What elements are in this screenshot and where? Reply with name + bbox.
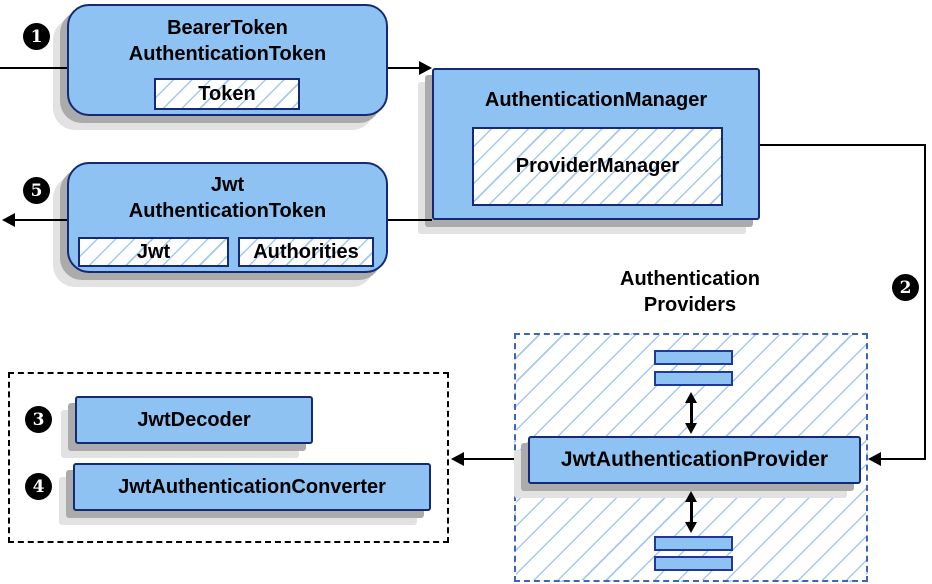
step-1-badge-number: 1	[30, 26, 43, 47]
jwt-authentication-converter-label: JwtAuthenticationConverter	[118, 475, 386, 498]
jwt-authentication-provider-node: JwtAuthenticationProvider	[528, 436, 861, 484]
arrow-incoming-request	[0, 67, 67, 69]
authorities-field: Authorities	[238, 237, 374, 267]
provider-placeholder-bar	[654, 536, 733, 551]
double-arrow-bottom-down-icon	[685, 522, 697, 533]
double-arrow-top-shaft	[690, 402, 693, 424]
arrow-bearer-to-manager-line	[388, 67, 419, 69]
provider-placeholder-bar	[654, 556, 733, 571]
step-2-badge-number: 2	[899, 277, 912, 298]
bearer-token-title-line2: AuthenticationToken	[128, 43, 327, 65]
step-1-badge: 1	[23, 23, 50, 50]
bearer-token-field: Token	[154, 78, 300, 110]
step-4-badge: 4	[25, 473, 52, 500]
step-4-badge-number: 4	[32, 476, 45, 497]
jwt-decoder-node: JwtDecoder	[75, 396, 313, 444]
edge-manager-to-jwt-token	[388, 219, 432, 221]
provider-placeholder-bar	[654, 371, 733, 386]
arrow-provider-to-components-head-icon	[451, 452, 464, 466]
jwt-decoder-label: JwtDecoder	[137, 408, 251, 431]
jwt-authentication-token-title-line1: Jwt	[210, 174, 245, 196]
providers-group-label: Authentication Providers	[588, 266, 792, 318]
provider-manager-field: ProviderManager	[472, 127, 723, 206]
bearer-token-title: BearerToken AuthenticationToken	[69, 15, 386, 67]
arrow-manager-to-provider-head-icon	[868, 452, 881, 466]
jwt-authentication-converter-node: JwtAuthenticationConverter	[73, 463, 431, 511]
jwt-authentication-token-node: Jwt AuthenticationToken Jwt Authorities	[67, 162, 388, 273]
step-3-badge-number: 3	[32, 409, 45, 430]
authorities-field-label: Authorities	[253, 240, 359, 263]
double-arrow-top-down-icon	[685, 423, 697, 434]
jwt-authentication-token-title-line2: AuthenticationToken	[128, 200, 327, 222]
authentication-manager-node: AuthenticationManager ProviderManager	[432, 68, 760, 220]
providers-group-label-line2: Providers	[643, 294, 737, 316]
arrow-manager-to-provider-vertical-segment	[924, 144, 926, 460]
provider-placeholder-bar	[654, 350, 733, 365]
authentication-manager-title-text: AuthenticationManager	[484, 89, 708, 111]
bearer-token-field-label: Token	[198, 82, 256, 105]
step-2-badge: 2	[892, 274, 919, 301]
double-arrow-bottom-up-icon	[685, 491, 697, 502]
arrow-manager-to-provider-bottom-segment	[881, 458, 926, 460]
bearer-token-title-line1: BearerToken	[167, 17, 288, 39]
jwt-authentication-provider-label: JwtAuthenticationProvider	[560, 448, 829, 471]
providers-group-box: JwtAuthenticationProvider	[514, 333, 868, 582]
jwt-field: Jwt	[78, 237, 229, 267]
arrow-manager-to-provider-top-segment	[760, 144, 926, 146]
arrow-provider-to-components-line	[464, 458, 514, 460]
jwt-authentication-token-title: Jwt AuthenticationToken	[69, 172, 386, 224]
arrow-outgoing-head-icon	[2, 213, 15, 227]
jwt-components-group-box: JwtDecoder JwtAuthenticationConverter	[8, 372, 449, 543]
step-5-badge: 5	[23, 177, 50, 204]
step-3-badge: 3	[25, 406, 52, 433]
arrow-outgoing-line	[15, 219, 67, 221]
provider-manager-field-label: ProviderManager	[515, 155, 680, 177]
step-5-badge-number: 5	[30, 180, 43, 201]
providers-group-label-line1: Authentication	[620, 268, 760, 290]
double-arrow-top-up-icon	[685, 392, 697, 403]
jwt-field-label: Jwt	[136, 240, 171, 263]
bearer-token-node: BearerToken AuthenticationToken Token	[67, 4, 388, 116]
double-arrow-bottom-shaft	[690, 501, 693, 523]
arrow-bearer-to-manager-head-icon	[419, 61, 432, 75]
authentication-manager-title: AuthenticationManager	[434, 87, 758, 113]
